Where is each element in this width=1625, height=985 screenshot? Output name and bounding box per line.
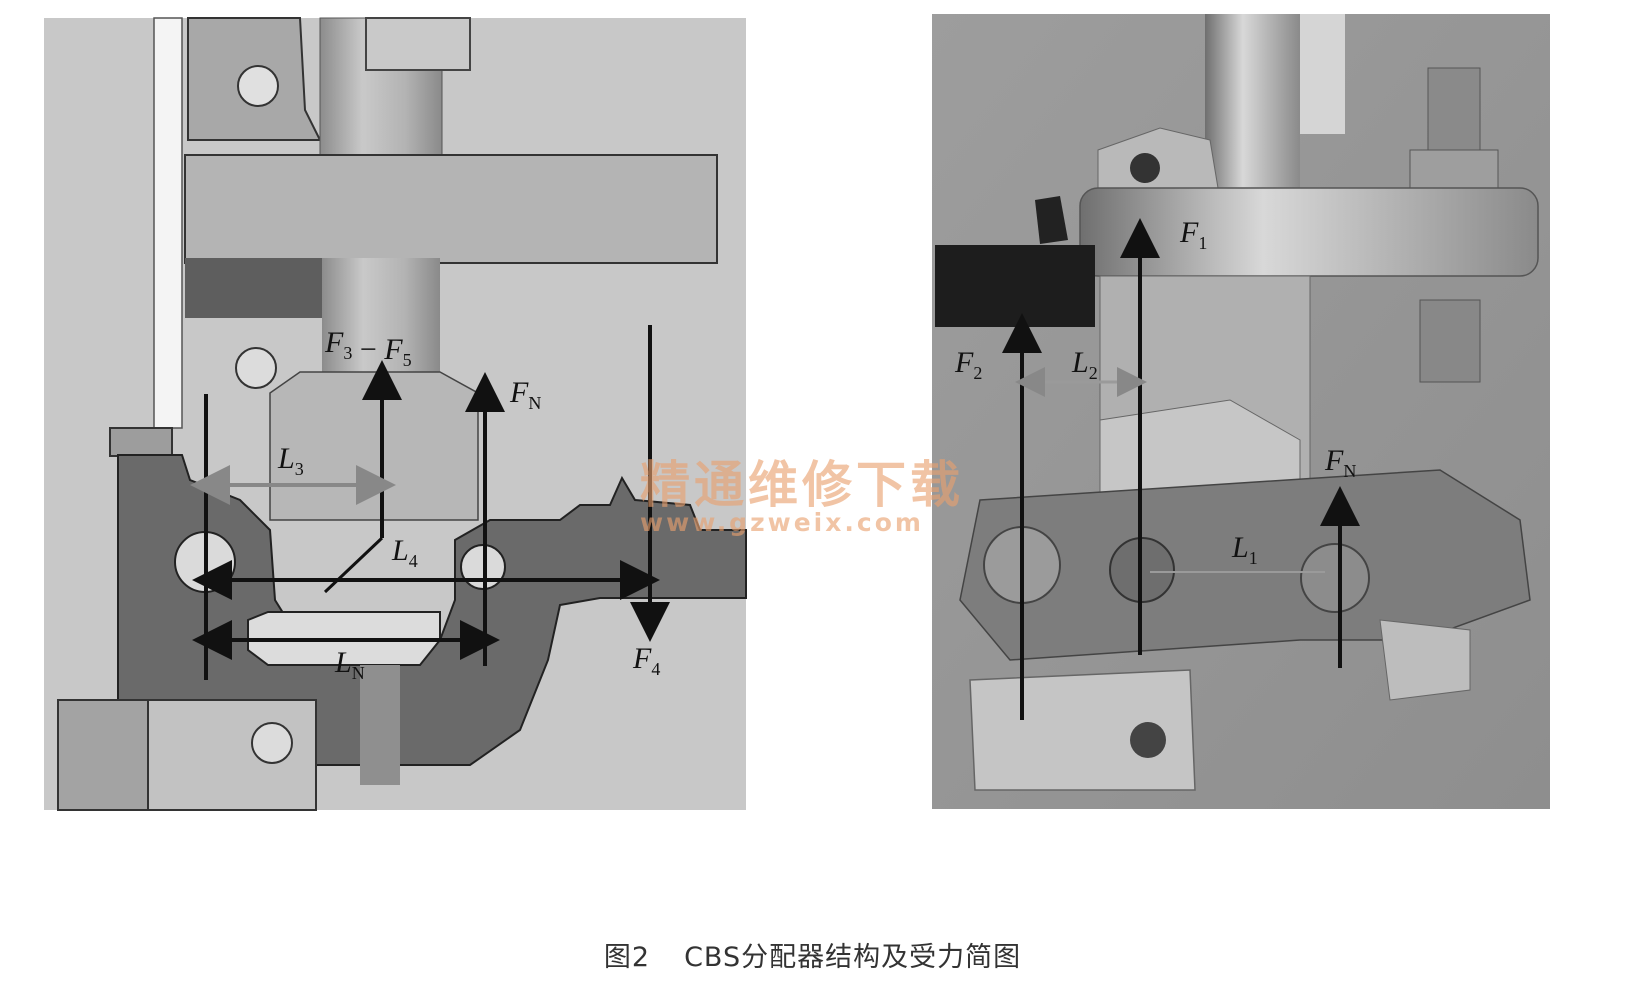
label-l4: L4 [391, 534, 418, 571]
watermark-text: 精通维修下载 [640, 456, 964, 514]
label-fn-right: FN [1324, 444, 1356, 481]
label-l2: L2 [1071, 346, 1098, 383]
label-f4: F4 [632, 642, 660, 679]
right-photo-panel [932, 14, 1550, 809]
label-f2: F2 [954, 346, 982, 383]
label-fn-left: FN [509, 376, 541, 413]
label-l3: L3 [277, 442, 304, 479]
figure-caption: 图2 CBS分配器结构及受力简图 [0, 935, 1625, 974]
figure-caption-text: CBS分配器结构及受力简图 [684, 942, 1022, 973]
label-l1: L1 [1231, 531, 1258, 568]
label-ln: LN [334, 646, 365, 683]
label-f3-f5: F3 − F5 [324, 326, 412, 370]
label-f1: F1 [1179, 216, 1207, 253]
watermark-url: www.gzweix.com [640, 508, 924, 537]
figure-number: 图2 [603, 942, 651, 973]
left-cad-panel [44, 17, 747, 811]
